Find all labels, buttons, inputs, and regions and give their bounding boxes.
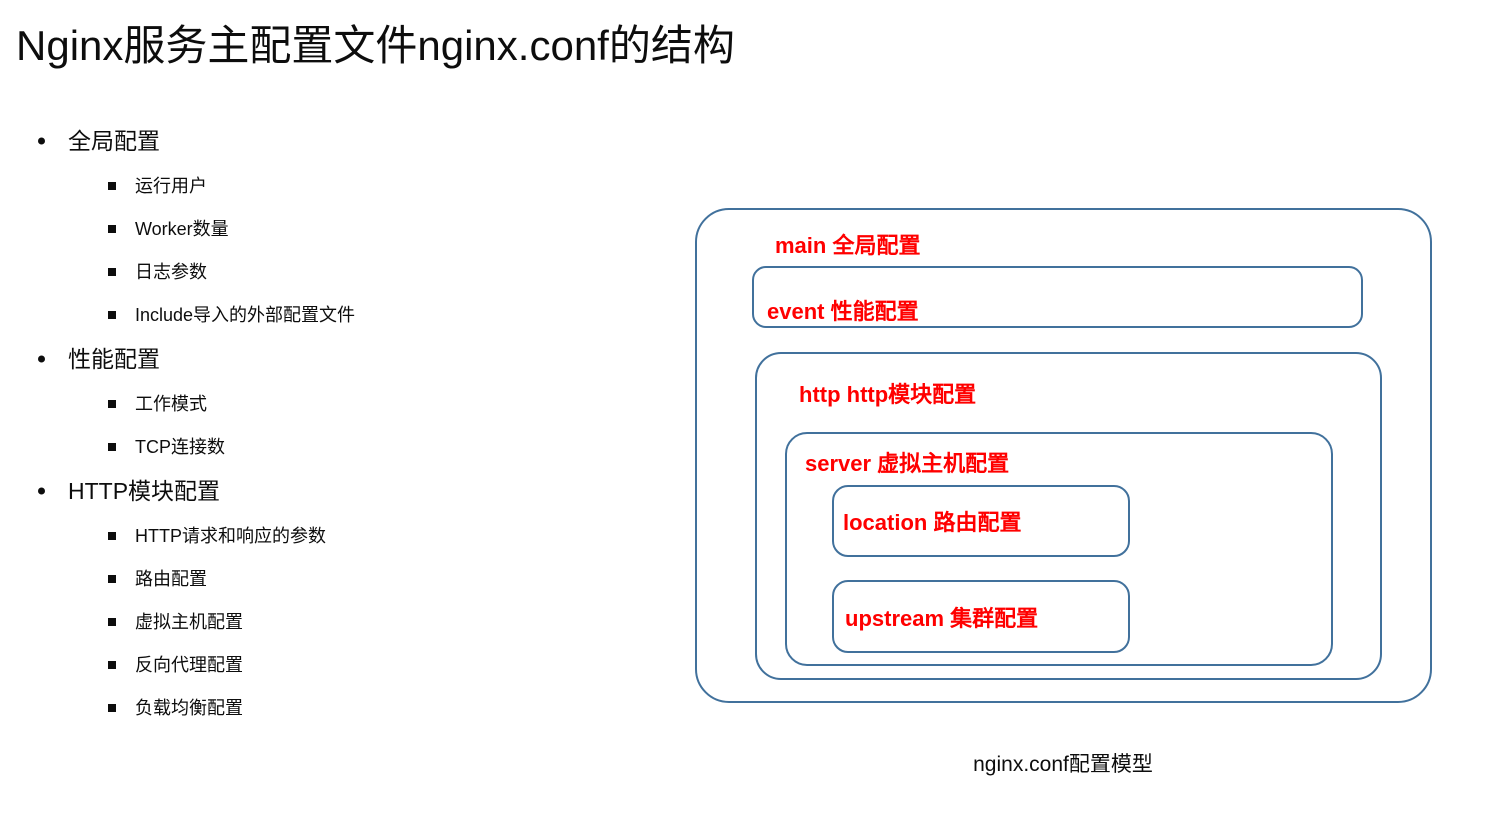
bullet-square-icon bbox=[108, 399, 116, 408]
outline-level2-item: TCP连接数 bbox=[0, 425, 640, 468]
bullet-square-icon bbox=[108, 574, 116, 583]
outline-level2-item: Worker数量 bbox=[0, 207, 640, 250]
bullet-square-icon bbox=[108, 181, 116, 190]
outline-level1-item: HTTP模块配置 bbox=[0, 468, 640, 514]
outline-level2-item: 负载均衡配置 bbox=[0, 686, 640, 729]
outline-level1-item: 全局配置 bbox=[0, 118, 640, 164]
diagram-box-event bbox=[752, 266, 1363, 328]
outline-level2-item: 路由配置 bbox=[0, 557, 640, 600]
diagram-label-upstream: upstream 集群配置 bbox=[845, 606, 1039, 631]
outline-level2-label: 日志参数 bbox=[135, 261, 207, 282]
diagram-label-server: server 虚拟主机配置 bbox=[805, 451, 1010, 476]
outline-level2-label: 路由配置 bbox=[135, 568, 207, 589]
bullet-square-icon bbox=[108, 310, 116, 319]
diagram-caption: nginx.conf配置模型 bbox=[973, 753, 1153, 776]
diagram-label-event: event 性能配置 bbox=[767, 299, 919, 324]
diagram-box-main bbox=[695, 208, 1432, 703]
outline-level2-item: 工作模式 bbox=[0, 382, 640, 425]
outline-level1-item: 性能配置 bbox=[0, 336, 640, 382]
bullet-square-icon bbox=[108, 703, 116, 712]
bullet-square-icon bbox=[108, 224, 116, 233]
outline-list: 全局配置 运行用户 Worker数量 日志参数 Include导入的外部配置文件… bbox=[0, 118, 640, 729]
diagram-box-http bbox=[755, 352, 1382, 680]
outline-level1-label: HTTP模块配置 bbox=[68, 477, 221, 504]
outline-level2-label: Include导入的外部配置文件 bbox=[135, 304, 356, 325]
diagram-label-http: http http模块配置 bbox=[799, 382, 977, 407]
nginx-conf-structure-diagram: main 全局配置 event 性能配置 http http模块配置 serve… bbox=[693, 205, 1433, 705]
diagram-box-location bbox=[832, 485, 1130, 557]
outline-level2-label: 运行用户 bbox=[135, 175, 207, 196]
outline-level2-item: Include导入的外部配置文件 bbox=[0, 293, 640, 336]
bullet-square-icon bbox=[108, 442, 116, 451]
bullet-square-icon bbox=[108, 617, 116, 626]
outline-level2-item: HTTP请求和响应的参数 bbox=[0, 514, 640, 557]
diagram-box-server bbox=[785, 432, 1333, 666]
outline-level2-item: 日志参数 bbox=[0, 250, 640, 293]
page-title: Nginx服务主配置文件nginx.conf的结构 bbox=[16, 22, 735, 69]
outline-level2-item: 运行用户 bbox=[0, 164, 640, 207]
outline-level2-label: Worker数量 bbox=[135, 218, 229, 239]
bullet-disc-icon bbox=[38, 137, 45, 145]
outline-level2-label: 虚拟主机配置 bbox=[135, 611, 243, 632]
outline-group: 全局配置 运行用户 Worker数量 日志参数 Include导入的外部配置文件 bbox=[0, 118, 640, 336]
outline-group: HTTP模块配置 HTTP请求和响应的参数 路由配置 虚拟主机配置 反向代理配置… bbox=[0, 468, 640, 729]
outline-level2-label: 工作模式 bbox=[135, 393, 207, 414]
outline-group: 性能配置 工作模式 TCP连接数 bbox=[0, 336, 640, 468]
bullet-square-icon bbox=[108, 660, 116, 669]
outline-level1-label: 性能配置 bbox=[68, 345, 160, 372]
outline-level2-label: 反向代理配置 bbox=[135, 654, 243, 675]
outline-level2-item: 反向代理配置 bbox=[0, 643, 640, 686]
outline-level2-item: 虚拟主机配置 bbox=[0, 600, 640, 643]
outline-level1-label: 全局配置 bbox=[68, 127, 160, 154]
bullet-disc-icon bbox=[38, 487, 45, 495]
outline-level2-label: 负载均衡配置 bbox=[135, 697, 243, 718]
diagram-label-location: location 路由配置 bbox=[843, 510, 1022, 535]
bullet-disc-icon bbox=[38, 355, 45, 363]
bullet-square-icon bbox=[108, 531, 116, 540]
diagram-label-main: main 全局配置 bbox=[775, 233, 921, 258]
outline-level2-label: HTTP请求和响应的参数 bbox=[135, 525, 326, 546]
diagram-box-upstream bbox=[832, 580, 1130, 653]
bullet-square-icon bbox=[108, 267, 116, 276]
outline-level2-label: TCP连接数 bbox=[135, 436, 225, 457]
